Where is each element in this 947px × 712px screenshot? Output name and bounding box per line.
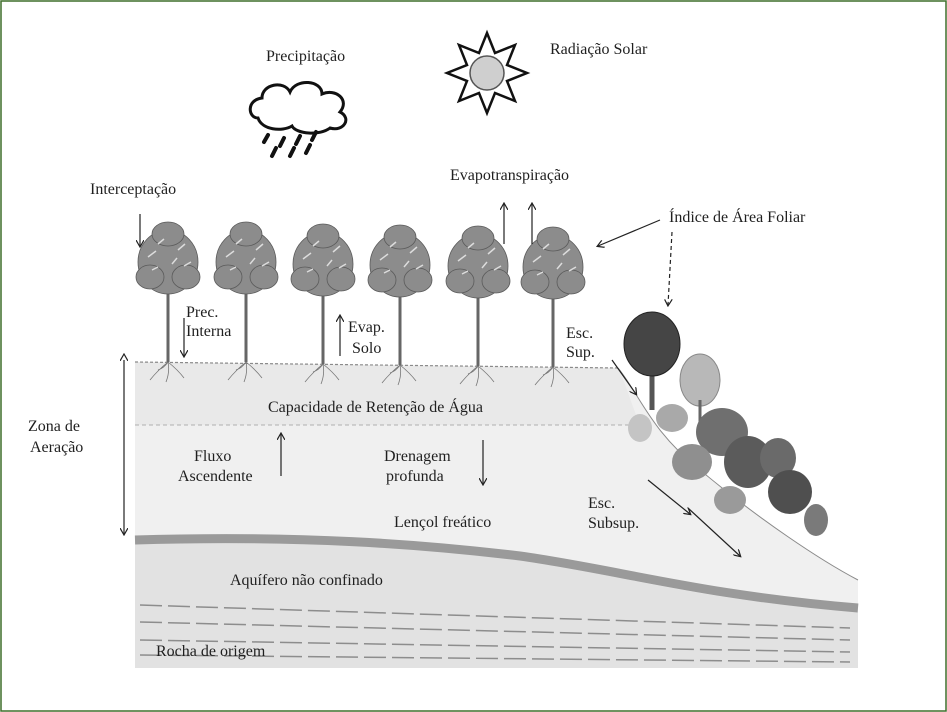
label-esc-subsup-1: Esc. [588, 495, 615, 512]
label-esc-sup-2: Sup. [566, 344, 595, 361]
dark-tree-crown [624, 312, 680, 376]
label-drenagem-profunda-1: Drenagem [384, 448, 451, 465]
label-zona-aeracao-2: Aeração [30, 439, 83, 456]
label-radiacao-solar: Radiação Solar [550, 41, 648, 58]
label-evap-solo-2: Solo [352, 340, 381, 357]
label-indice-area-foliar: Índice de Área Foliar [669, 207, 806, 226]
sun-icon [447, 33, 527, 113]
label-capacidade-retencao: Capacidade de Retenção de Água [268, 397, 483, 416]
label-interceptacao: Interceptação [90, 181, 176, 198]
label-precipitacao: Precipitação [266, 48, 345, 65]
label-prec-interna-1: Prec. [186, 304, 218, 321]
label-esc-subsup-2: Subsup. [588, 515, 639, 532]
label-esc-sup-1: Esc. [566, 325, 593, 342]
label-aquifero: Aquífero não confinado [230, 572, 383, 589]
label-evap-solo-1: Evap. [348, 319, 385, 336]
label-evapotranspiracao: Evapotranspiração [450, 167, 569, 184]
label-rocha-origem: Rocha de origem [156, 643, 266, 660]
label-zona-aeracao-1: Zona de [28, 418, 80, 435]
label-lencol-freatico: Lençol freático [394, 514, 491, 531]
label-fluxo-ascendente-2: Ascendente [178, 468, 253, 485]
label-drenagem-profunda-2: profunda [386, 468, 444, 485]
label-prec-interna-2: Interna [186, 323, 231, 340]
label-fluxo-ascendente-1: Fluxo [194, 448, 231, 465]
